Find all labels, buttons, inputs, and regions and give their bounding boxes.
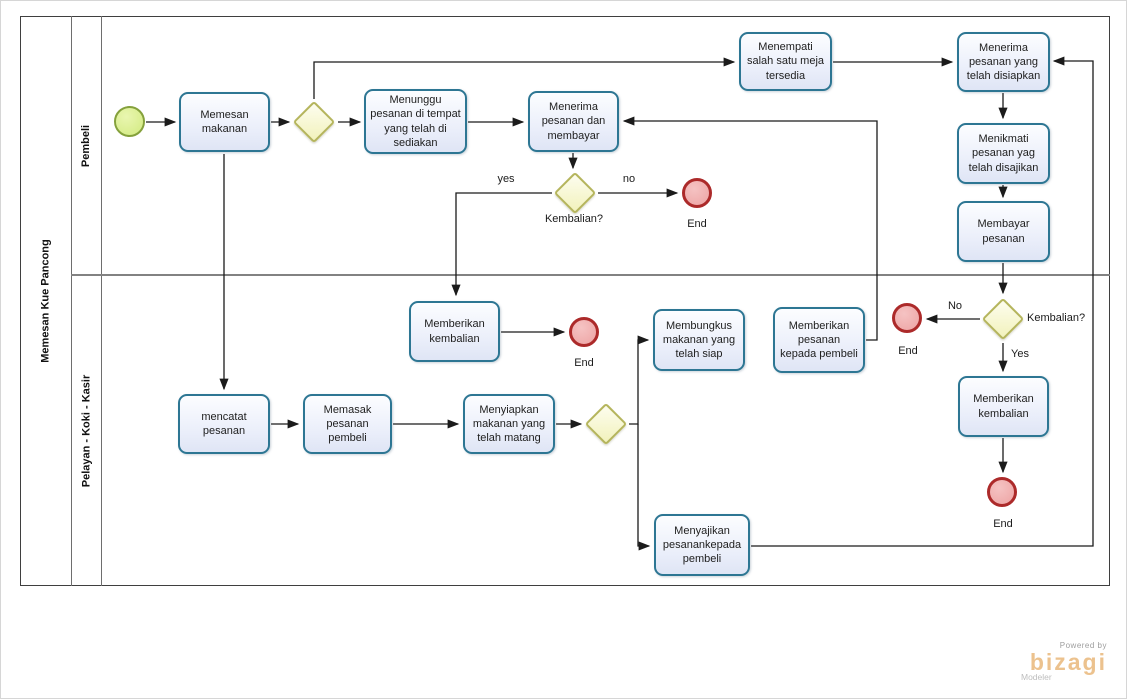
lane-divider: [71, 274, 1110, 276]
task-label: Memberikan kembalian: [973, 393, 1034, 420]
gateway-label-kembalian-kasir: Kembalian?: [1027, 312, 1086, 324]
pool-memesan-kue-pancong[interactable]: [20, 16, 1110, 586]
end-event-no-kembalian-pembeli[interactable]: [682, 178, 712, 208]
task-menyiapkan-makanan[interactable]: Menyiapkan makanan yang telah matang: [463, 394, 555, 454]
bizagi-logo: bizagi: [1029, 649, 1107, 675]
lane-label-divider: [101, 16, 102, 586]
task-menerima-pesanan-membayar[interactable]: Menerima pesanan dan membayar: [528, 91, 619, 152]
task-label: Menunggu pesanan di tempat yang telah di…: [370, 93, 461, 149]
gateway-label-kembalian-pembeli: Kembalian?: [544, 213, 604, 225]
task-memberikan-kembalian-kasir[interactable]: Memberikan kembalian: [958, 376, 1049, 437]
task-label: Memasak pesanan pembeli: [323, 403, 372, 445]
task-memesan-makanan[interactable]: Memesan makanan: [179, 92, 270, 152]
task-label: Menerima pesanan yang telah disiapkan: [966, 41, 1041, 83]
start-event[interactable]: [114, 106, 145, 137]
task-label: Menerima pesanan dan membayar: [541, 101, 606, 142]
task-label: Menyiapkan makanan yang telah matang: [472, 403, 546, 445]
edge-label-yes: yes: [497, 173, 515, 185]
edge-label-no: no: [622, 173, 636, 185]
task-menempati-meja[interactable]: Menempati salah satu meja tersedia: [739, 32, 832, 91]
pool-title[interactable]: Memesan Kue Pancong: [20, 16, 71, 586]
modeler-text: Modeler: [1021, 672, 1052, 683]
task-memberikan-pesanan[interactable]: Memberikan pesanan kepada pembeli: [773, 307, 865, 373]
bizagi-branding: Powered by bizagi Modeler: [1017, 641, 1107, 682]
task-label: Memesan makanan: [200, 108, 249, 135]
lane-label-pelayan-koki-kasir[interactable]: Pelayan - Koki - Kasir: [71, 275, 101, 586]
task-label: Memberikan pesanan kepada pembeli: [780, 319, 858, 361]
task-membungkus-makanan[interactable]: Membungkus makanan yang telah siap: [653, 309, 745, 371]
end-event-no-kembalian-kasir[interactable]: [892, 303, 922, 333]
task-mencatat-pesanan[interactable]: mencatat pesanan: [178, 394, 270, 454]
pool-title-text: Memesan Kue Pancong: [39, 239, 52, 363]
task-menerima-pesanan-disiapkan[interactable]: Menerima pesanan yang telah disiapkan: [957, 32, 1050, 92]
task-label: Menyajikan pesanankepada pembeli: [662, 524, 742, 566]
task-memasak-pesanan[interactable]: Memasak pesanan pembeli: [303, 394, 392, 454]
end-event-memberikan-kembalian-pelayan[interactable]: [569, 317, 599, 347]
task-menunggu-pesanan[interactable]: Menunggu pesanan di tempat yang telah di…: [364, 89, 467, 154]
end-event-label: End: [687, 218, 707, 230]
task-label: Membayar pesanan: [977, 218, 1030, 245]
task-label: Memberikan kembalian: [424, 318, 485, 345]
task-membayar-pesanan[interactable]: Membayar pesanan: [957, 201, 1050, 262]
edge-label-yes-cap: Yes: [1011, 348, 1029, 360]
lane-pelayan-text: Pelayan - Koki - Kasir: [80, 374, 92, 487]
lane-label-pembeli[interactable]: Pembeli: [71, 16, 101, 275]
task-label: Menikmati pesanan yag telah disajikan: [968, 133, 1039, 174]
task-label: Menempati salah satu meja tersedia: [746, 41, 825, 82]
edge-label-no-cap: No: [947, 300, 963, 312]
pool-title-divider: [71, 16, 72, 586]
task-menikmati-pesanan[interactable]: Menikmati pesanan yag telah disajikan: [957, 123, 1050, 184]
task-memberikan-kembalian-pelayan[interactable]: Memberikan kembalian: [409, 301, 500, 362]
end-event-label: End: [993, 518, 1013, 530]
lane-pembeli-text: Pembeli: [80, 124, 92, 167]
task-menyajikan-pesanan[interactable]: Menyajikan pesanankepada pembeli: [654, 514, 750, 576]
powered-by-text: Powered by: [1059, 641, 1107, 650]
end-event-label: End: [898, 345, 918, 357]
task-label: Membungkus makanan yang telah siap: [662, 319, 736, 361]
task-label: mencatat pesanan: [201, 410, 247, 437]
end-event-memberikan-kembalian-kasir[interactable]: [987, 477, 1017, 507]
end-event-label: End: [574, 357, 594, 369]
